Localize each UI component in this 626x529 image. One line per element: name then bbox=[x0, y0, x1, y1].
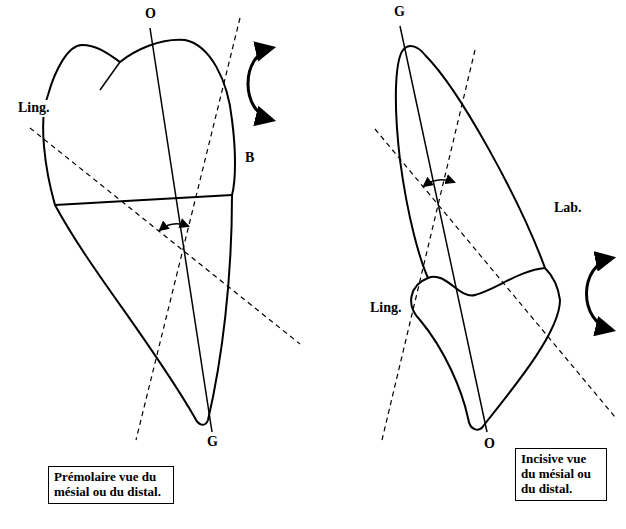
angle-arrow bbox=[160, 224, 188, 230]
axis-label: Ling. bbox=[16, 100, 52, 117]
dashed-axis bbox=[30, 128, 300, 344]
dashed-axis bbox=[375, 129, 615, 417]
axis-label: O bbox=[143, 6, 158, 23]
axis-label: G bbox=[392, 4, 407, 21]
premolar-outline bbox=[43, 40, 235, 425]
rotation-arrow bbox=[248, 48, 272, 120]
axis-label: Ling. bbox=[368, 300, 404, 317]
caption-box: Incisive vue du mésial ou du distal. bbox=[515, 448, 607, 501]
axis-label: G bbox=[205, 434, 220, 451]
cervical-line bbox=[55, 195, 232, 205]
dashed-axis bbox=[382, 50, 475, 440]
crown-groove bbox=[100, 62, 120, 90]
caption-box: Prémolaire vue du mésial ou du distal. bbox=[48, 466, 174, 504]
caption-text: Prémolaire vue du mésial ou du distal. bbox=[54, 470, 168, 500]
axis-label: Lab. bbox=[552, 200, 584, 217]
angle-arrow bbox=[424, 180, 454, 186]
axis-label: B bbox=[243, 150, 256, 167]
axis-label: O bbox=[482, 436, 497, 453]
caption-text: Incisive vue du mésial ou du distal. bbox=[521, 452, 601, 497]
tooth-axis bbox=[150, 28, 212, 432]
tooth-axis bbox=[400, 26, 487, 432]
incisor-outline bbox=[396, 46, 560, 430]
rotation-arrow bbox=[587, 258, 613, 330]
cervical-line bbox=[428, 268, 545, 296]
dashed-axis bbox=[136, 18, 240, 440]
